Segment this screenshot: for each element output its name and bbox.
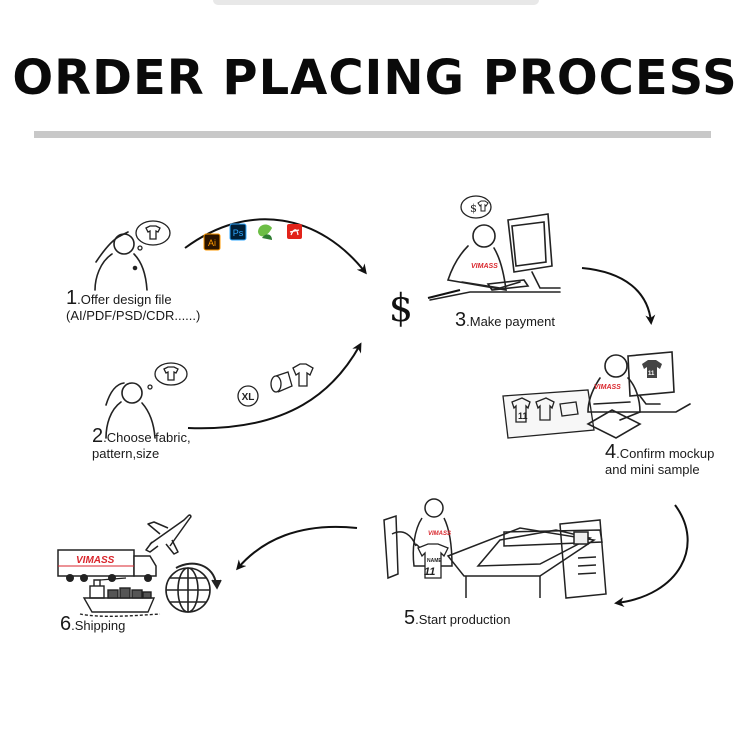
brand-logo-truck: VIMASS: [76, 555, 115, 566]
tshirt-icon: [292, 363, 314, 387]
shirt-thought-bubble-2-icon: [147, 362, 188, 390]
cargo-ship-icon: [79, 579, 161, 618]
svg-text:XL: XL: [242, 392, 255, 403]
dollar-thought-bubble-icon: $: [460, 195, 492, 219]
svg-text:$: $: [470, 202, 477, 215]
step-2-label: 2.Choose fabric, pattern,size: [92, 425, 191, 461]
truck-icon: [57, 549, 157, 582]
line-payment-to-desk: [427, 289, 461, 299]
svg-text:11: 11: [518, 411, 528, 421]
person-thinking-2-icon: [105, 382, 156, 439]
svg-text:VIMASS: VIMASS: [76, 555, 115, 566]
pdf-icon: [287, 224, 302, 239]
airplane-icon: [145, 514, 192, 555]
mockup-board-icon: [502, 389, 595, 439]
dollar-icon: $: [389, 286, 413, 330]
svg-text:11: 11: [648, 371, 655, 377]
production-machine-icon: [383, 498, 607, 599]
production-jersey-icon: NAME 11: [417, 543, 449, 579]
arrow-step5-to-step6: [236, 525, 358, 571]
fabric-roll-icon: [270, 371, 293, 393]
title-divider: [34, 131, 711, 138]
svg-text:VIMASS: VIMASS: [594, 384, 621, 391]
size-xl-icon: XL: [237, 385, 259, 407]
person-at-computer-icon: [429, 213, 561, 301]
svg-text:Ai: Ai: [208, 238, 216, 248]
top-decoration: [213, 0, 539, 5]
svg-text:11: 11: [424, 566, 435, 578]
coreldraw-icon: [258, 224, 272, 240]
svg-text:Ps: Ps: [233, 228, 244, 238]
step-5-label: 5.Start production: [404, 607, 511, 629]
arrow-step2-to-payment: [187, 342, 362, 430]
flow-arrows: [184, 218, 689, 608]
shirt-thought-bubble-icon: [135, 220, 171, 251]
monitor-shirt-icon: 11: [642, 360, 662, 378]
brand-logo-2: VIMASS: [594, 384, 621, 391]
brand-logo-3: VIMASS: [428, 531, 451, 537]
brand-logo: VIMASS: [471, 263, 498, 270]
svg-text:VIMASS: VIMASS: [428, 531, 451, 537]
illustrator-icon: Ai: [203, 233, 221, 251]
step-1-label: 1.Offer design file (AI/PDF/PSD/CDR.....…: [66, 287, 201, 323]
mockup-number: 11: [518, 411, 528, 421]
designer-at-monitor-icon: [586, 351, 691, 439]
svg-text:$: $: [389, 286, 413, 330]
svg-text:VIMASS: VIMASS: [471, 263, 498, 270]
globe-icon: [165, 562, 222, 613]
step-4-label: 4.Confirm mockup and mini sample: [605, 441, 715, 477]
page-title: ORDER PLACING PROCESS: [12, 50, 738, 106]
arrow-step1-to-payment: [184, 218, 367, 275]
step-3-label: 3.Make payment: [455, 309, 555, 331]
person-thinking-icon: [94, 231, 148, 291]
arrow-payment-to-step4: [581, 267, 656, 325]
svg-text:NAME: NAME: [427, 558, 442, 564]
photoshop-icon: Ps: [229, 223, 247, 241]
arrow-step4-to-step5: [614, 504, 689, 608]
step-6-label: 6.Shipping: [60, 613, 126, 635]
